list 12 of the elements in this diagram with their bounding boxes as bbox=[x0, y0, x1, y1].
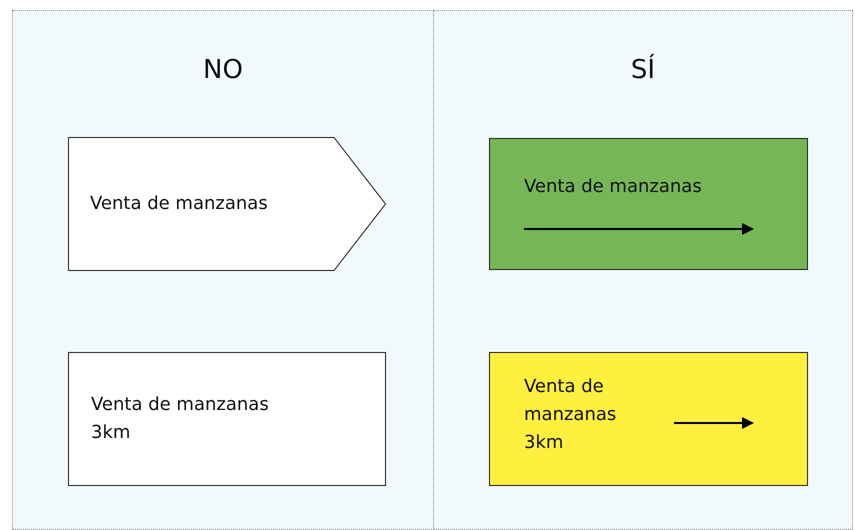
pentagon-sign bbox=[68, 137, 386, 271]
sign-text: Venta de manzanas 3km bbox=[524, 375, 618, 455]
panel bbox=[12, 10, 434, 530]
panel-heading: NO bbox=[202, 55, 244, 85]
sign-box bbox=[489, 138, 808, 270]
sign-box bbox=[68, 352, 386, 486]
panel-heading: SÍ bbox=[630, 55, 656, 85]
sign-box bbox=[489, 352, 808, 486]
sign-text: Venta de manzanas 3km bbox=[91, 393, 270, 445]
sign-text: Venta de manzanas bbox=[524, 175, 703, 199]
panel bbox=[433, 10, 853, 530]
sign-text: Venta de manzanas bbox=[90, 192, 269, 216]
